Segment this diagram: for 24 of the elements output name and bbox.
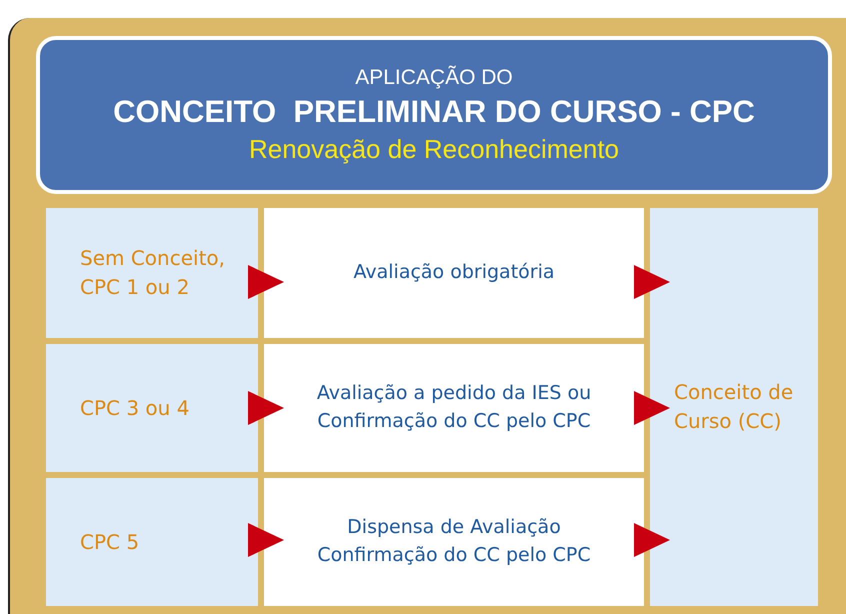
arrow xyxy=(248,391,284,425)
category-box xyxy=(46,478,258,606)
arrow xyxy=(248,265,284,299)
arrow xyxy=(634,391,670,425)
arrow xyxy=(634,523,670,557)
category-box xyxy=(46,344,258,472)
process-box xyxy=(264,478,644,606)
box-label: Avaliação obrigatória xyxy=(353,260,554,286)
box-label: Dispensa de Avaliação Confirmação do CC pelo CPC xyxy=(316,515,592,568)
box-label: CPC 5 xyxy=(80,528,140,556)
process-box xyxy=(264,208,644,338)
title: CONCEITO PRELIMINAR DO CURSO - CPC xyxy=(113,94,755,130)
overline-text: APLICAÇÃO DO xyxy=(355,66,513,90)
box-label: Avaliação a pedido da IES ou Confirmação do CC pelo CPC xyxy=(316,381,592,434)
subtitle: Renovação de Reconhecimento xyxy=(248,134,620,164)
category-box xyxy=(650,208,818,606)
arrow xyxy=(248,523,284,557)
box-label: Conceito de Curso (CC) xyxy=(674,379,794,435)
box-label: Sem Conceito, CPC 1 ou 2 xyxy=(80,245,226,301)
box-label: CPC 3 ou 4 xyxy=(80,394,190,422)
title-banner xyxy=(36,36,832,194)
process-box xyxy=(264,344,644,472)
category-box xyxy=(46,208,258,338)
arrow xyxy=(634,265,670,299)
